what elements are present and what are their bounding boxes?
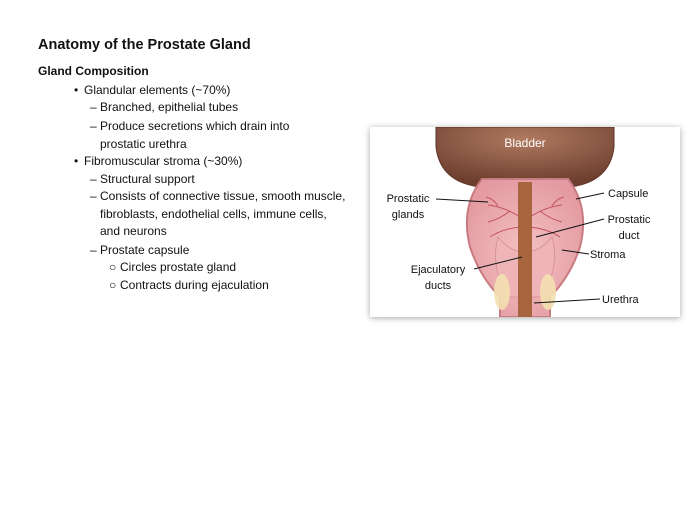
dash-marker: – <box>90 243 97 257</box>
label-prostatic-glands-line1: Prostatic <box>387 193 430 205</box>
outline-text: and neurons <box>100 224 167 238</box>
outline-item: • Glandular elements (~70%) <box>74 82 230 98</box>
label-urethra: Urethra <box>602 294 640 306</box>
urethra-tube <box>518 182 532 317</box>
glandular-branches <box>485 196 565 238</box>
outline-item: ○Contracts during ejaculation <box>109 277 269 293</box>
outline-text: fibroblasts, endothelial cells, immune c… <box>100 206 327 221</box>
section-heading: Gland Composition <box>38 64 149 78</box>
prostate-diagram: Bladder Prostatic glands Capsule Prostat… <box>387 127 651 317</box>
duct-right <box>540 274 556 310</box>
label-stroma: Stroma <box>590 249 626 261</box>
outline-item: –Structural support <box>90 171 195 187</box>
bullet-marker: • <box>74 154 79 168</box>
outline-text: Circles prostate gland <box>120 260 237 274</box>
outline-item: –Branched, epithelial tubes <box>90 99 238 115</box>
outline-item: –Produce secretions which drain into pros… <box>90 118 289 151</box>
dash-marker: – <box>90 100 97 114</box>
label-ejaculatory-ducts-line1: Ejaculatory <box>411 264 466 276</box>
label-bladder: Bladder <box>504 136 545 150</box>
leader-lines <box>435 192 605 304</box>
duct-left <box>494 274 510 310</box>
label-capsule: Capsule <box>608 188 648 200</box>
label-prostatic-duct-line2: duct <box>619 230 640 242</box>
outline-text: Branched, epithelial tubes <box>100 100 239 114</box>
bullet-marker: • <box>74 83 79 97</box>
outline-item: ○Circles prostate gland <box>109 259 236 275</box>
outline-item: –Prostate capsule <box>90 242 189 258</box>
outline-text: Contracts during ejaculation <box>120 278 269 292</box>
outline-text: Structural support <box>100 172 195 186</box>
outline-item: –Consists of connective tissue, smooth m… <box>90 188 345 238</box>
outline-item: • Fibromuscular stroma (~30%) <box>74 153 242 169</box>
label-ejaculatory-ducts-line2: ducts <box>425 280 452 292</box>
outline-text: Fibromuscular stroma (~30%) <box>84 154 243 168</box>
circle-marker: ○ <box>109 260 117 274</box>
dash-marker: – <box>90 189 97 203</box>
dash-marker: – <box>90 119 97 133</box>
circle-marker: ○ <box>109 278 117 292</box>
outline-text: Glandular elements (~70%) <box>84 83 231 97</box>
label-prostatic-duct-line1: Prostatic <box>608 214 651 226</box>
outline-text: Produce secretions which drain into <box>100 119 290 133</box>
page-title: Anatomy of the Prostate Gland <box>38 37 251 53</box>
outline-text: Prostate capsule <box>100 243 190 257</box>
dash-marker: – <box>90 172 97 186</box>
outline-text: prostatic urethra <box>100 136 187 151</box>
prostate-anatomy-figure: Bladder Prostatic glands Capsule Prostat… <box>370 127 680 317</box>
label-prostatic-glands-line2: glands <box>392 209 425 221</box>
outline-text: Consists of connective tissue, smooth mu… <box>100 189 346 203</box>
